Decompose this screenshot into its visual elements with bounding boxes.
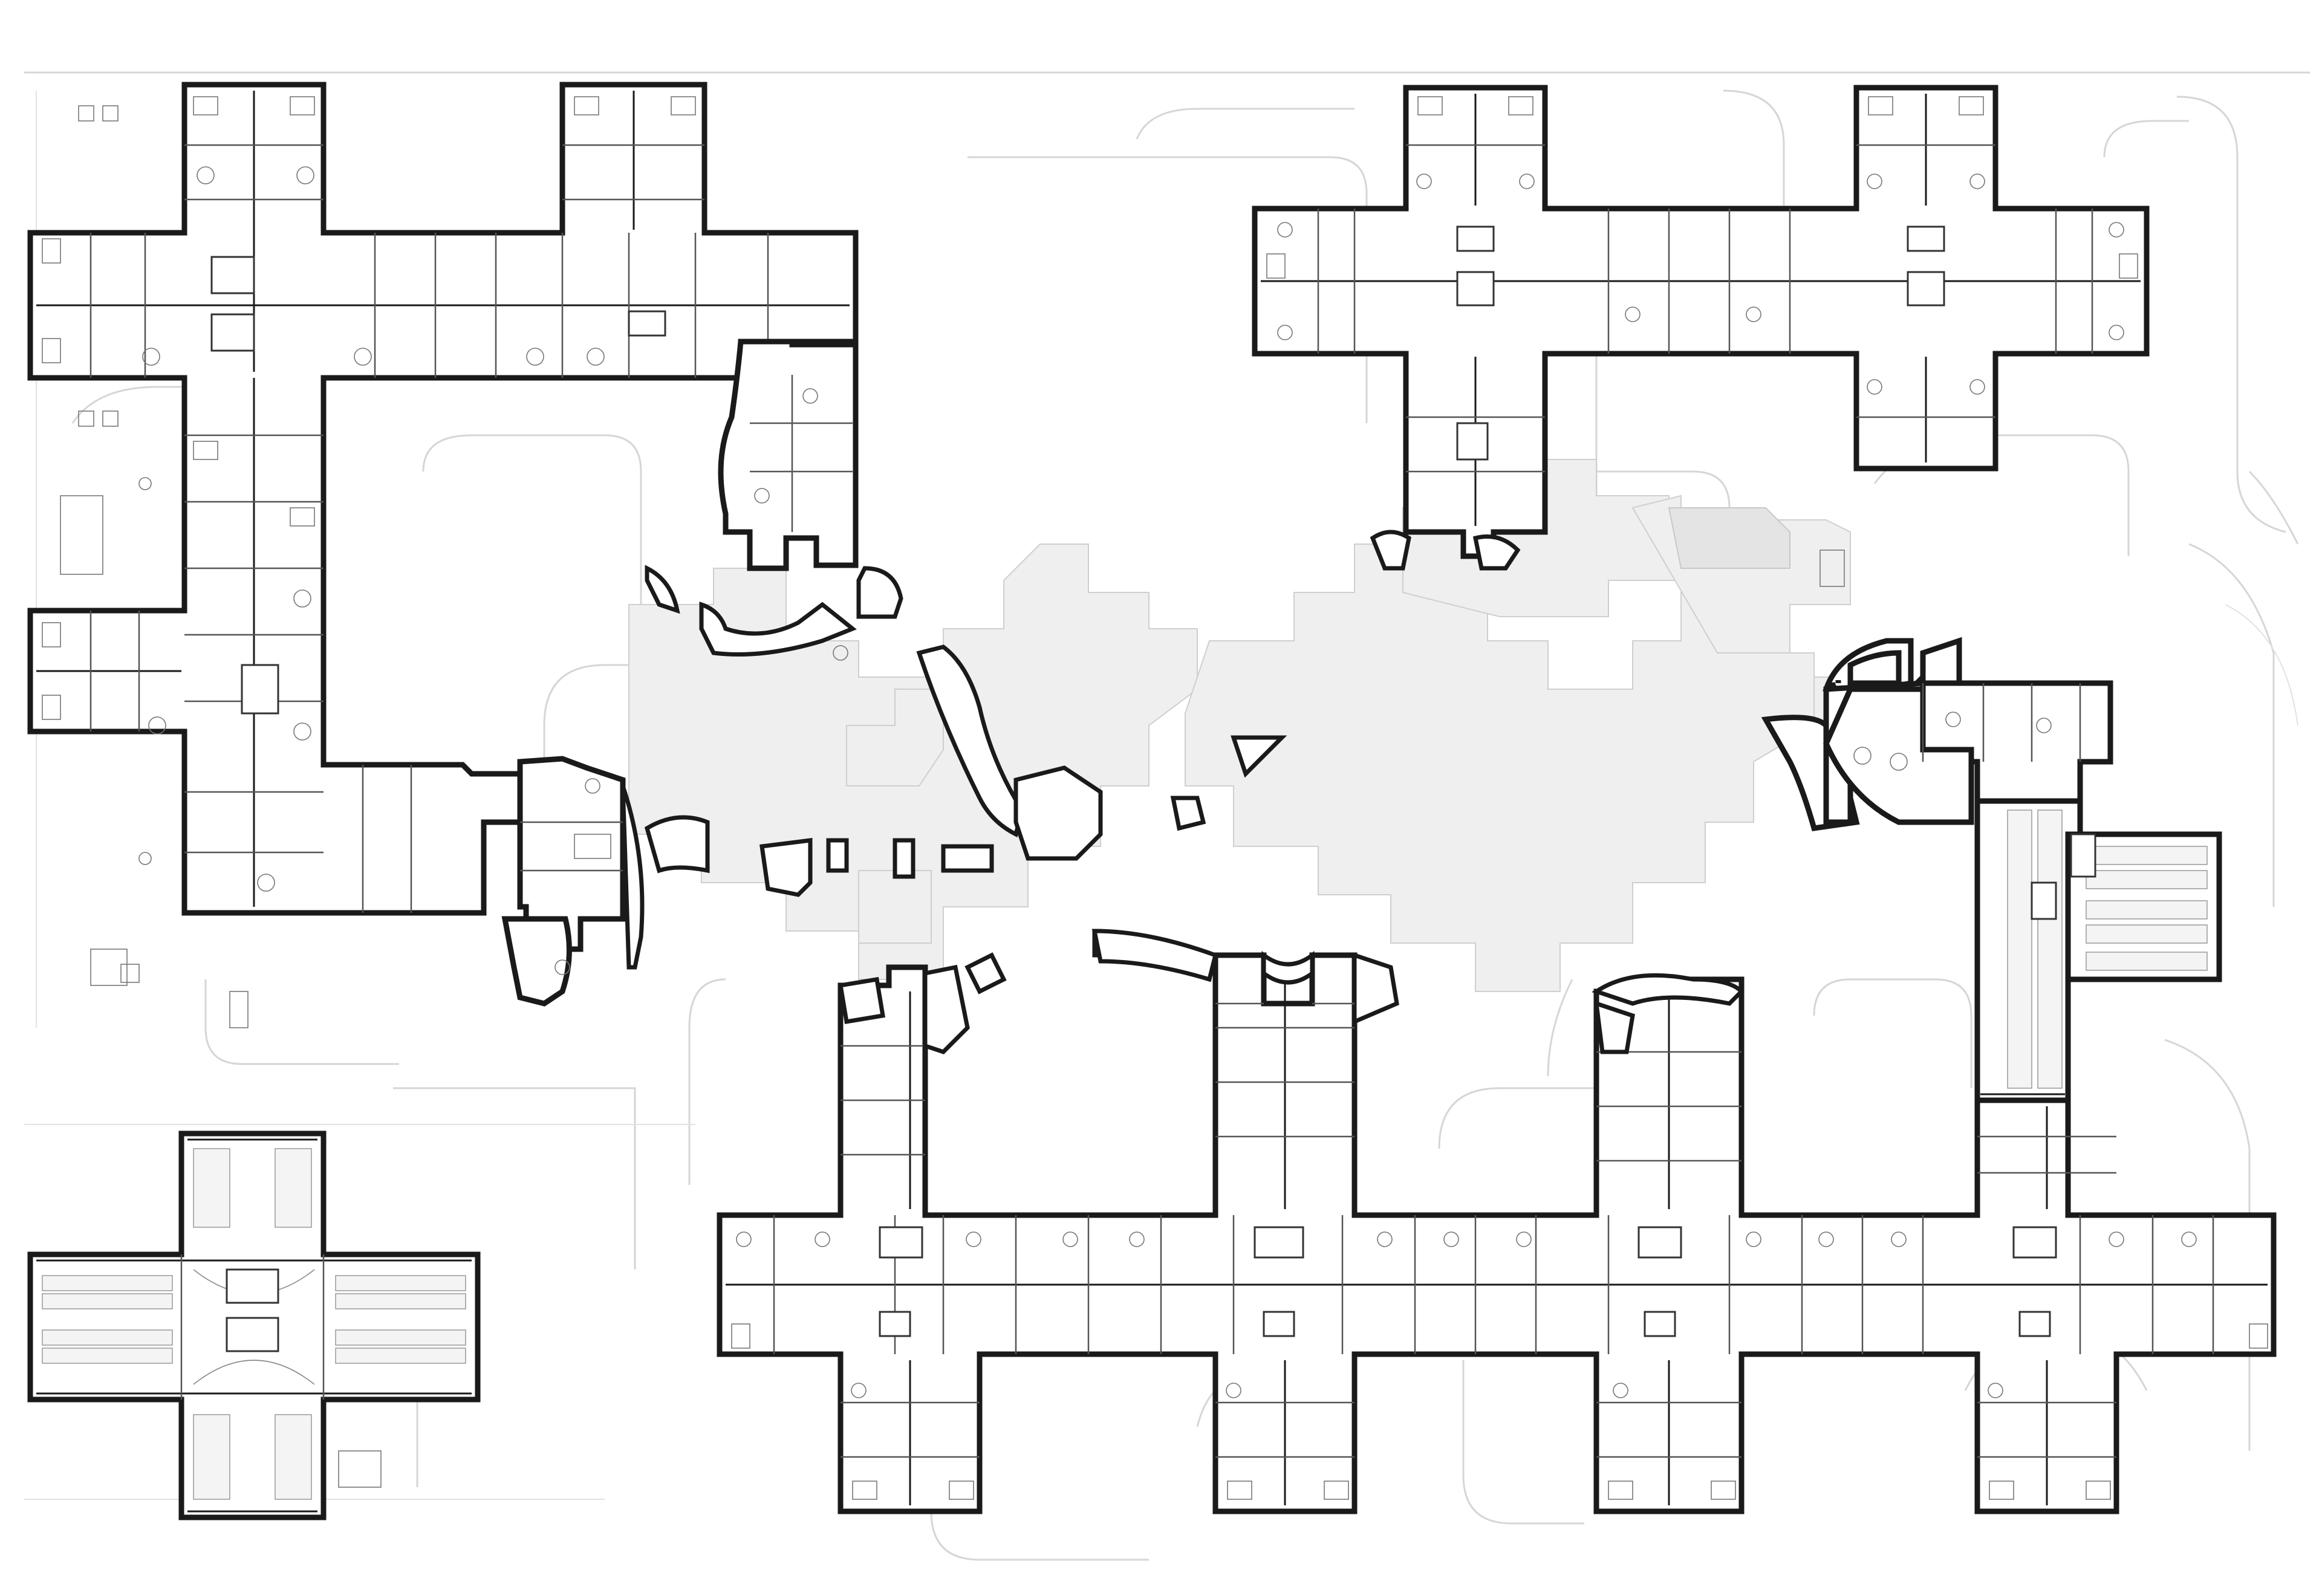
elevator-core: [1907, 271, 1945, 307]
east-parking-wing: [1974, 798, 2222, 1103]
stair-core: [210, 256, 255, 294]
site-details: [60, 105, 1845, 1028]
ne-residential-wing: [1252, 85, 2150, 571]
stair-core: [2018, 1311, 2051, 1337]
stair-core: [1907, 225, 1945, 252]
stair-core: [879, 1311, 911, 1337]
nw-south-arm: [501, 756, 645, 1007]
stair-core: [2070, 833, 2096, 878]
elevator-core: [879, 1226, 923, 1259]
stair-core: [1644, 1311, 1676, 1337]
east-commons: [1761, 637, 2113, 832]
nw-residential-wing: [27, 82, 859, 916]
sw-parking-building: [27, 1130, 481, 1520]
south-residential-wing: [717, 952, 2277, 1514]
elevator-core: [2012, 1226, 2057, 1259]
stair-core: [1456, 225, 1495, 252]
stair-core: [628, 310, 666, 337]
elevator-core: [1637, 1226, 1682, 1259]
parking-stalls: [2007, 809, 2208, 1089]
stair-core: [226, 1268, 279, 1304]
elevator-core: [226, 1317, 279, 1352]
nw-wing-curved-rooms: [645, 339, 903, 661]
parking-stalls: [42, 1148, 466, 1500]
elevator-core: [210, 313, 255, 352]
elevator-core: [1254, 1226, 1304, 1259]
stair-core: [1263, 1311, 1295, 1337]
elevator-core: [2031, 881, 2057, 920]
stair-core: [1456, 422, 1489, 461]
south-wing-curved-rooms: [837, 929, 1745, 1055]
elevator-core: [1456, 271, 1495, 307]
stair-core: [241, 664, 279, 715]
nw-central-curves: [644, 644, 1287, 964]
